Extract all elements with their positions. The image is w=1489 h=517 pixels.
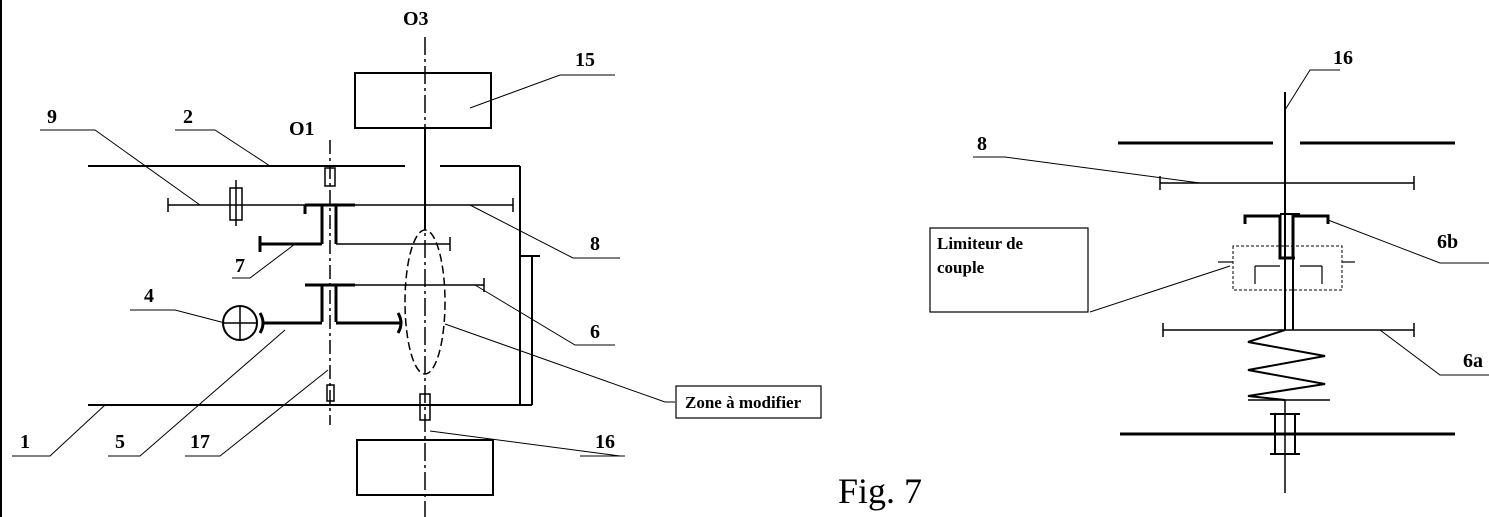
zone-label-box: [675, 385, 822, 419]
figure-caption: Fig. 7: [838, 471, 922, 511]
axis-o1-label: O1: [289, 118, 315, 140]
spring-icon: [1247, 329, 1326, 401]
label-17: 17: [190, 431, 210, 453]
motor-4-arc: [258, 312, 265, 334]
label-15: 15: [575, 49, 595, 71]
limiter-housing: [1232, 245, 1343, 291]
label-2: 2: [183, 106, 193, 128]
bearing-o1-bottom: [326, 384, 335, 402]
leader-zone: [444, 323, 675, 403]
label-4: 4: [144, 285, 154, 307]
leader-17: [185, 369, 329, 457]
limiter-label-line2: couple: [937, 258, 985, 277]
leader-2: [175, 129, 271, 167]
bearing-o1-top: [324, 167, 336, 187]
right-leader-limiter: [1089, 265, 1231, 313]
leader-5: [108, 329, 286, 457]
leader-4: [130, 309, 226, 324]
zone-ellipse: [404, 229, 446, 375]
label-1: 1: [20, 431, 30, 453]
gear-5-right-arc: [396, 312, 403, 334]
right-leader-6a: [1379, 329, 1489, 376]
leader-7: [232, 243, 296, 279]
limiter-label-box: [929, 227, 1089, 313]
right-label-16: 16: [1333, 47, 1353, 69]
right-leader-8: [973, 156, 1201, 184]
label-5: 5: [115, 431, 125, 453]
right-diagram: 16 8 6b 6a Limiteur de couple: [929, 47, 1489, 493]
label-6: 6: [590, 321, 600, 343]
wheel-15-box: [354, 72, 492, 129]
label-8: 8: [590, 233, 600, 255]
label-9: 9: [47, 106, 57, 128]
label-16-left: 16: [595, 431, 615, 453]
right-leader-16: [1284, 69, 1340, 111]
leader-9: [40, 129, 201, 206]
zone-label-text: Zone à modifier: [685, 393, 802, 412]
right-leader-6b: [1327, 219, 1489, 264]
limiter-label-line1: Limiteur de: [937, 234, 1024, 253]
leader-1: [12, 404, 106, 457]
bearing-16: [419, 393, 431, 421]
left-diagram: O3 O1 15 9 2 8 7 4 6 1 5 17 16 Zone à mo…: [12, 8, 822, 517]
right-label-6b: 6b: [1437, 231, 1458, 253]
right-label-6a: 6a: [1463, 350, 1483, 372]
part-6b-right-cup: [1291, 214, 1330, 258]
part-6b-left-cup: [1243, 214, 1295, 260]
label-7: 7: [235, 255, 245, 277]
wheel-16-box: [356, 439, 494, 496]
right-label-8: 8: [977, 133, 987, 155]
axis-o3-label: O3: [403, 8, 429, 30]
